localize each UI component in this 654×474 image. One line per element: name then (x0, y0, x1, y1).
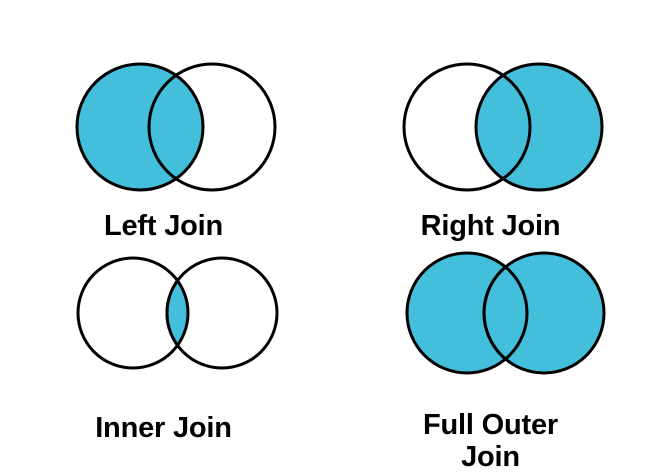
left-join-venn-graphic (75, 62, 277, 192)
venn-panel-left-join: Left Join (0, 20, 327, 242)
right-set-circle-overlap-outline (165, 258, 188, 368)
right-set-circle-overlap-outline (482, 253, 527, 373)
inner-join-label: Inner Join (95, 412, 232, 444)
left-set-circle-overlap-outline (167, 258, 190, 368)
venn-panel-full-outer-join: Full Outer Join (327, 225, 654, 474)
left-set-circle-overlap-outline (484, 253, 529, 373)
venn-panel-inner-join: Inner Join (0, 228, 327, 444)
left-join-label: Left Join (103, 210, 224, 242)
full-outer-join-venn-graphic (405, 251, 606, 375)
right-join-venn-graphic (402, 62, 604, 192)
left-set-circle (75, 62, 205, 192)
right-set-circle-overlap-outline (147, 64, 203, 190)
left-set-circle-overlap-outline (476, 64, 532, 190)
full-outer-join-label: Full Outer Join (423, 409, 558, 474)
right-join-label: Right Join (420, 210, 561, 242)
venn-panel-right-join: Right Join (327, 20, 654, 242)
right-set-circle (474, 62, 604, 192)
inner-join-venn-graphic (76, 256, 279, 370)
